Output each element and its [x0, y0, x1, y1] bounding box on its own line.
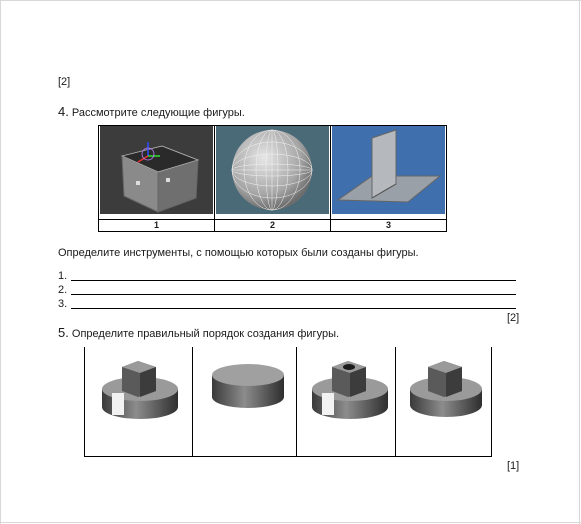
shapes-table [84, 347, 492, 457]
answer-1-line[interactable] [71, 280, 516, 281]
answer-1-number: 1. [58, 270, 68, 282]
answer-2-line[interactable] [71, 294, 516, 295]
shape-2-image [212, 364, 284, 408]
shapes-table-divider [395, 347, 396, 457]
question-5-text: Определите правильный порядок создания ф… [71, 328, 340, 340]
figure-1-label: 1 [98, 219, 215, 232]
shapes-table-divider [296, 347, 297, 457]
sphere-render-image [216, 126, 329, 214]
figure-3-cell [330, 125, 447, 220]
question-5-number: 5. [58, 325, 69, 340]
question-5: 5. Определите правильный порядок создани… [58, 325, 339, 340]
cube-render-image [100, 126, 213, 214]
question-4-number: 4. [58, 104, 69, 119]
shape-4-image [410, 361, 482, 417]
shape-1-image [102, 361, 178, 419]
shapes-table-bottom [84, 456, 492, 457]
answer-3-line[interactable] [71, 308, 516, 309]
shapes-table-border [84, 347, 85, 457]
answer-3-number: 3. [58, 298, 68, 310]
question-4-mark: [2] [507, 312, 520, 324]
figure-1-cell [98, 125, 215, 220]
shape-3-image [312, 361, 388, 419]
question-4-instruction: Определите инструменты, с помощью которы… [58, 247, 419, 259]
figure-2-cell [214, 125, 331, 220]
page-frame-left [0, 0, 1, 524]
shapes-table-divider [192, 347, 193, 457]
question-5-mark: [1] [507, 460, 520, 472]
figure-2-label: 2 [214, 219, 331, 232]
page-frame-right [579, 0, 580, 524]
question-4: 4. Рассмотрите следующие фигуры. [58, 104, 245, 119]
planes-render-image [332, 126, 445, 214]
shapes-table-border [491, 347, 492, 457]
answer-2-number: 2. [58, 284, 68, 296]
figure-3-label: 3 [330, 219, 447, 232]
page-frame-top [0, 0, 581, 1]
question-4-text: Рассмотрите следующие фигуры. [71, 107, 245, 119]
figures-table: 1 2 3 [98, 125, 447, 232]
top-mark: [2] [58, 76, 71, 88]
page-frame-bottom [0, 522, 581, 523]
